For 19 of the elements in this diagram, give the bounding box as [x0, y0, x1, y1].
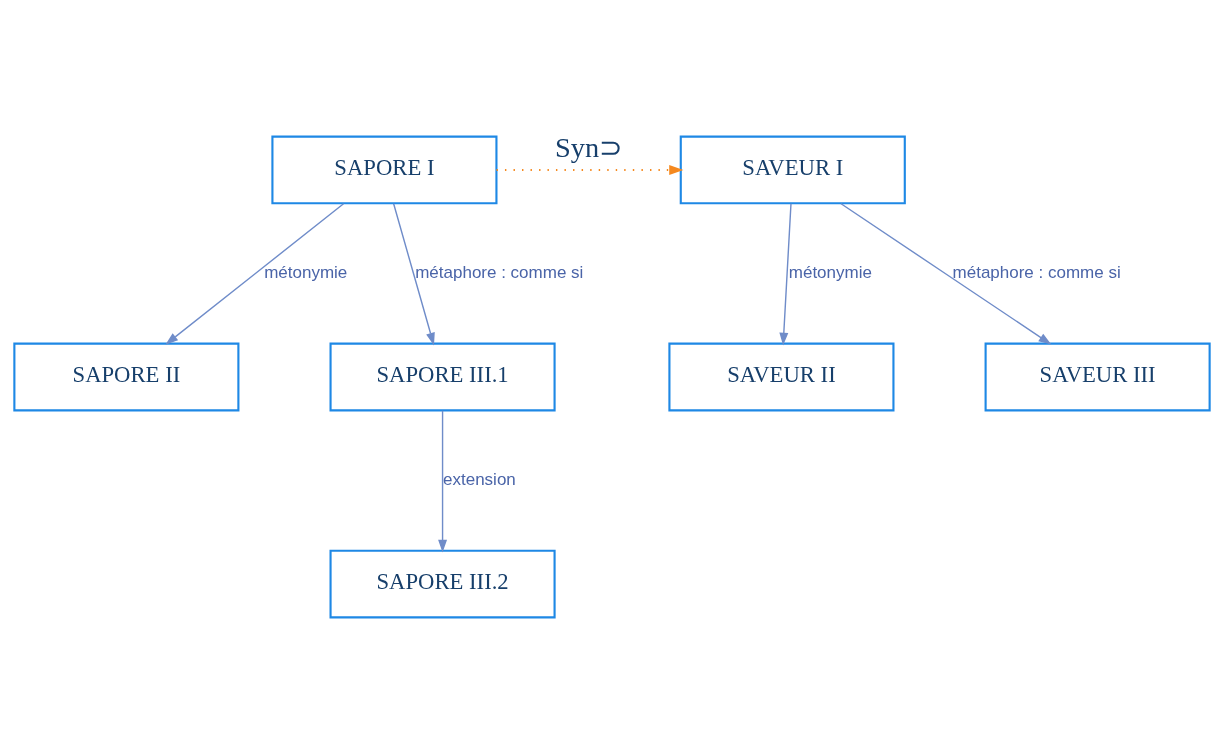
edge-label: métonymie: [264, 262, 348, 282]
arrow: [779, 203, 792, 346]
edge-label: métonymie: [788, 262, 872, 282]
edge-label: extension: [443, 469, 516, 489]
edge-label: Syn⊃: [555, 132, 623, 164]
node-box: SAPORE II: [13, 342, 240, 412]
edge-label: métaphore : comme si: [952, 262, 1121, 282]
arrow: [165, 203, 345, 345]
arrow: [438, 410, 448, 553]
node-box: SAPORE III.2: [329, 549, 556, 619]
node-box: SAVEUR I: [679, 135, 906, 205]
arrow: [392, 203, 435, 346]
edge-label: métaphore : comme si: [415, 262, 584, 282]
node-box: SAVEUR II: [668, 342, 895, 412]
arrow: [496, 165, 684, 175]
node-box: SAPORE III.1: [329, 342, 556, 412]
arrow: [840, 203, 1052, 345]
node-box: SAPORE I: [271, 135, 498, 205]
node-box: SAVEUR III: [984, 342, 1211, 412]
